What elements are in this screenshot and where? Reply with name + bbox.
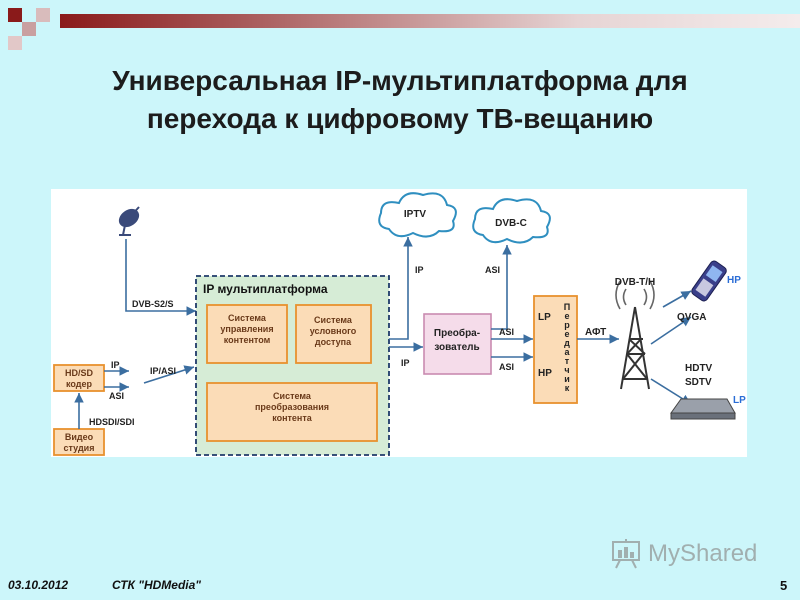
mobile-phone-icon xyxy=(691,260,727,302)
studio-box xyxy=(53,428,105,456)
converter-label-2: зователь xyxy=(434,342,479,353)
studio-label-1: Видео xyxy=(65,432,94,442)
conditional-access-label-3: доступа xyxy=(315,337,352,347)
content-management-label-1: Система xyxy=(228,313,267,323)
content-conversion-label-3: контента xyxy=(272,413,313,423)
footer-organization: СТК "HDMedia" xyxy=(112,578,201,592)
svg-text:е: е xyxy=(564,311,569,321)
hp-asi-label: ASI xyxy=(499,362,514,372)
content-conversion-box xyxy=(206,382,378,442)
decor-square-2 xyxy=(22,22,36,36)
ip-asi-label: IP/ASI xyxy=(150,366,176,376)
iptv-cloud: IPTV xyxy=(378,192,457,238)
stb-lp-label: LP xyxy=(733,395,746,406)
dvbc-label: DVB-C xyxy=(495,218,527,229)
diagram-panel: DVB-S2/S IP мультиплатформа Система упра… xyxy=(51,189,747,457)
footer-date: 03.10.2012 xyxy=(8,578,69,592)
content-management-box xyxy=(206,304,288,364)
dvbc-asi-label: ASI xyxy=(485,265,500,275)
hdtv-label: HDTV xyxy=(685,363,713,374)
platform-iptv-link xyxy=(389,237,413,340)
svg-text:т: т xyxy=(565,356,570,366)
title-line-2: перехода к цифровому ТВ-вещанию xyxy=(146,103,654,134)
converter-box xyxy=(423,313,492,375)
sdtv-label: SDTV xyxy=(685,377,712,388)
conditional-access-label-2: условного xyxy=(310,326,357,336)
title-line-1: Универсальная IP-мультиплатформа для xyxy=(112,65,688,96)
aft-label: АФТ xyxy=(585,327,606,338)
dish-link xyxy=(125,239,196,316)
studio-label-2: студия xyxy=(64,443,95,453)
tower-phone-link-2 xyxy=(662,290,692,308)
broadcast-tower-icon xyxy=(615,280,655,390)
decor-square-1 xyxy=(8,8,22,22)
watermark-text: MyShared xyxy=(648,540,758,567)
svg-text:а: а xyxy=(564,347,570,357)
qvga-label: QVGA xyxy=(677,312,706,323)
header-bar xyxy=(60,14,800,28)
satellite-dish-icon xyxy=(118,206,140,236)
conditional-access-box xyxy=(295,304,372,364)
content-management-label-3: контентом xyxy=(224,335,271,345)
encoder-asi-label: ASI xyxy=(109,391,124,401)
svg-text:П: П xyxy=(564,302,570,312)
content-management-label-2: управления xyxy=(220,324,273,334)
page-number: 5 xyxy=(780,578,788,593)
conditional-access-label-1: Система xyxy=(314,315,353,325)
content-conversion-label-2: преобразования xyxy=(255,402,329,412)
platform-title: IP мультиплатформа xyxy=(203,282,328,296)
svg-text:к: к xyxy=(565,383,570,393)
phone-hp-label: HP xyxy=(727,275,741,286)
decor-square-4 xyxy=(8,36,22,50)
encoder-box xyxy=(53,364,105,392)
svg-text:р: р xyxy=(564,320,570,330)
presentation-board-icon xyxy=(612,539,640,569)
encoder-label-1: HD/SD xyxy=(65,368,94,378)
transmitter-lp: LP xyxy=(538,312,551,323)
transmitter-hp: HP xyxy=(538,368,552,379)
set-top-box-icon xyxy=(670,398,736,420)
decor-square-3 xyxy=(36,8,50,22)
content-conversion-label-1: Система xyxy=(273,391,312,401)
ipasi-link xyxy=(143,365,195,384)
svg-text:д: д xyxy=(564,338,570,348)
hdsdi-label: HDSDI/SDI xyxy=(89,417,135,427)
iptv-label: IPTV xyxy=(404,209,427,220)
svg-text:и: и xyxy=(564,374,570,384)
dvbc-cloud: DVB-C xyxy=(472,198,551,244)
svg-text:ч: ч xyxy=(564,365,569,375)
tower-phone-link xyxy=(650,316,692,345)
dvb-s2s-label: DVB-S2/S xyxy=(132,299,174,309)
slide-title: Универсальная IP-мультиплатформа для пер… xyxy=(0,62,800,138)
transmitter-box xyxy=(533,295,578,404)
svg-text:е: е xyxy=(564,329,569,339)
converter-label-1: Преобра- xyxy=(434,327,480,339)
converter-dvbc-link xyxy=(491,245,512,330)
encoder-label-2: кодер xyxy=(66,379,92,389)
watermark: MyShared xyxy=(610,538,770,570)
lp-asi-label: ASI xyxy=(499,327,514,337)
transmitter-vertical-label: П е р е д а т ч и к xyxy=(564,302,571,393)
converter-ip-label: IP xyxy=(401,358,410,368)
dvbth-label: DVB-T/H xyxy=(615,277,656,288)
iptv-ip-label: IP xyxy=(415,265,424,275)
encoder-ip-label: IP xyxy=(111,360,120,370)
